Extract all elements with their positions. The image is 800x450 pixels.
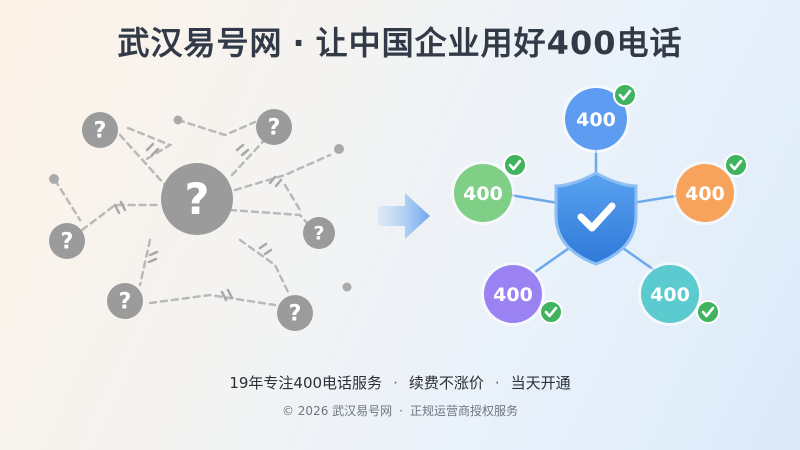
broken-link	[228, 208, 317, 234]
service-node-bottom-right: 400	[638, 262, 720, 326]
check-badge-icon	[724, 153, 748, 177]
broken-link	[118, 133, 167, 187]
question-mark: ?	[119, 290, 132, 315]
slogan: 让中国企业用好400电话	[315, 24, 683, 62]
broken-link	[283, 183, 302, 212]
broken-link	[126, 126, 173, 162]
broken-link	[53, 178, 82, 222]
service-node-left: 400	[451, 153, 527, 225]
page-title: 武汉易号网·让中国企业用好400电话	[0, 18, 800, 64]
question-mark: ?	[61, 230, 74, 255]
question-icon: ?	[256, 109, 292, 145]
broken-link	[233, 153, 332, 192]
question-icon: ?	[277, 295, 313, 331]
broken-link	[80, 203, 162, 232]
broken-link	[148, 293, 277, 307]
stray-dots	[49, 115, 352, 292]
check-badge-icon	[503, 153, 527, 177]
unknown-nodes: ???????	[49, 109, 335, 331]
tagline-separator: ·	[494, 374, 500, 392]
tagline: 19年专注400电话服务 · 续费不涨价 · 当天开通	[0, 372, 800, 393]
question-icon: ?	[49, 223, 85, 259]
check-badge-icon	[696, 300, 720, 324]
service-node-top: 400	[562, 83, 637, 153]
node-label: 400	[576, 109, 616, 131]
node-label: 400	[685, 183, 725, 205]
broken-link-breaks	[113, 142, 283, 302]
question-icon: ?	[82, 112, 118, 148]
tagline-separator: ·	[393, 374, 398, 392]
check-badge-icon	[613, 83, 637, 107]
node-label: 400	[650, 284, 690, 306]
service-links	[509, 148, 683, 274]
service-node-bottom-left: 400	[481, 262, 563, 326]
node-label: 400	[463, 183, 503, 205]
question-mark: ?	[289, 302, 302, 327]
question-mark: ?	[268, 116, 281, 141]
check-badge-icon	[539, 300, 563, 324]
question-icon: ?	[303, 217, 335, 249]
arrow-right-icon	[378, 193, 430, 239]
service-nodes: 400 400 400 400 400	[451, 83, 748, 326]
broken-link	[138, 238, 152, 287]
question-icon: ?	[107, 283, 143, 319]
question-icon: ?	[161, 163, 233, 235]
footer-note: 正规运营商授权服务	[409, 404, 518, 418]
footer-separator: ·	[399, 404, 403, 418]
question-mark: ?	[185, 175, 210, 225]
tagline-item: 续费不涨价	[408, 374, 484, 392]
title-separator: ·	[292, 24, 306, 62]
broken-link	[238, 238, 290, 294]
brand-name: 武汉易号网	[117, 24, 283, 62]
shield-check-icon	[554, 171, 638, 266]
question-mark: ?	[94, 119, 107, 144]
tagline-item: 当天开通	[510, 374, 571, 392]
service-node-right: 400	[673, 153, 748, 225]
broken-link	[176, 118, 257, 137]
footer: © 2026 武汉易号网 · 正规运营商授权服务	[0, 402, 800, 419]
question-mark: ?	[313, 223, 324, 245]
node-label: 400	[493, 284, 533, 306]
copyright: © 2026 武汉易号网	[281, 404, 393, 418]
tagline-item: 19年专注400电话服务	[229, 374, 383, 392]
